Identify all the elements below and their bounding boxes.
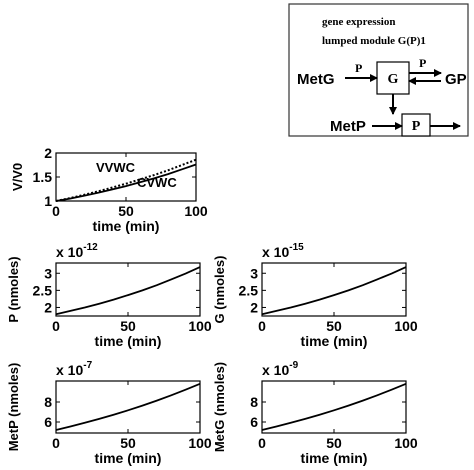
x-axis-label: time (min) <box>93 218 160 234</box>
plot-frame <box>55 262 201 317</box>
series-annotation: VVWC <box>96 160 136 175</box>
y-axis-label: V/V0 <box>10 163 25 191</box>
chart-panel-p: 0 50 100 22.53 time (min) P (nmoles) x 10-12 <box>6 242 212 349</box>
x-axis-label: time (min) <box>301 333 368 349</box>
p-node-label: P <box>412 119 421 134</box>
y-axis-label: MetG (nmoles) <box>212 362 227 452</box>
x-tick-label: 100 <box>394 318 418 334</box>
x-tick-label: 50 <box>120 435 136 451</box>
x-tick-label: 100 <box>188 318 212 334</box>
x-tick-label: 50 <box>118 203 134 219</box>
y-multiplier-label: x 10-12 <box>56 242 98 260</box>
x-tick-label: 100 <box>184 203 208 219</box>
p-arrow-label-right: P <box>419 56 426 70</box>
x-tick-label: 50 <box>326 435 342 451</box>
series-line-metp <box>55 382 201 431</box>
x-axis-label: time (min) <box>95 333 162 349</box>
y-tick-label: 3 <box>250 265 258 281</box>
y-multiplier-label: x 10-7 <box>56 360 93 378</box>
x-axis-label: time (min) <box>301 450 368 466</box>
series-line-metg <box>261 382 407 431</box>
chart-panel-g: 0 50 100 22.53 time (min) G (nmoles) x 10-15 <box>212 242 418 349</box>
y-tick-label: 1.5 <box>33 169 53 185</box>
y-multiplier-exponent: -12 <box>83 242 98 253</box>
diagram-title-line1: gene expression <box>322 16 395 28</box>
y-tick-label: 2 <box>250 299 258 315</box>
x-tick-label: 50 <box>120 318 136 334</box>
y-axis-label: MetP (nmoles) <box>6 363 21 452</box>
y-tick-label: 2 <box>44 145 52 161</box>
x-tick-label: 0 <box>258 435 266 451</box>
y-axis-label: P (nmoles) <box>6 256 21 322</box>
x-tick-label: 50 <box>326 318 342 334</box>
y-tick-label: 8 <box>250 394 258 410</box>
module-diagram: gene expression lumped module G(P)1 G Me… <box>288 3 469 137</box>
y-multiplier-exponent: -15 <box>289 242 304 253</box>
x-tick-label: 100 <box>188 435 212 451</box>
y-multiplier-label: x 10-9 <box>262 360 299 378</box>
y-tick-label: 1 <box>44 193 52 209</box>
series-line-p <box>55 266 201 316</box>
y-tick-label: 6 <box>44 414 52 430</box>
y-tick-label: 8 <box>44 394 52 410</box>
diagram-title-line2: lumped module G(P)1 <box>322 35 426 47</box>
y-multiplier-label: x 10-15 <box>262 242 304 260</box>
metg-node-label: MetG <box>297 71 335 88</box>
y-tick-label: 2.5 <box>239 282 259 298</box>
y-tick-label: 6 <box>250 414 258 430</box>
metp-node-label: MetP <box>330 118 366 135</box>
series-line-cvwc <box>55 163 197 202</box>
gp-node-label: GP <box>445 71 467 88</box>
x-tick-label: 0 <box>52 318 60 334</box>
y-tick-label: 2.5 <box>33 282 53 298</box>
y-multiplier-exponent: -9 <box>289 360 298 371</box>
x-tick-label: 0 <box>258 318 266 334</box>
g-node-label: G <box>388 72 399 87</box>
y-axis-label: G (nmoles) <box>212 256 227 324</box>
x-tick-label: 100 <box>394 435 418 451</box>
p-arrow-label-left: P <box>355 61 362 75</box>
chart-panel-metg: 0 50 100 6 8 time (min) MetG (nmoles) x 10-9 <box>212 360 418 466</box>
x-axis-label: time (min) <box>95 450 162 466</box>
x-tick-label: 0 <box>52 203 60 219</box>
y-tick-label: 2 <box>44 299 52 315</box>
series-line-vvwc <box>55 158 197 202</box>
plot-frame <box>261 262 407 317</box>
series-line-g <box>261 266 407 316</box>
y-tick-label: 3 <box>44 265 52 281</box>
y-multiplier-exponent: -7 <box>83 360 92 371</box>
series-annotation: CVWC <box>137 175 177 190</box>
chart-panel-metp: 0 50 100 6 8 time (min) MetP (nmoles) x 10-7 <box>6 360 212 466</box>
x-tick-label: 0 <box>52 435 60 451</box>
